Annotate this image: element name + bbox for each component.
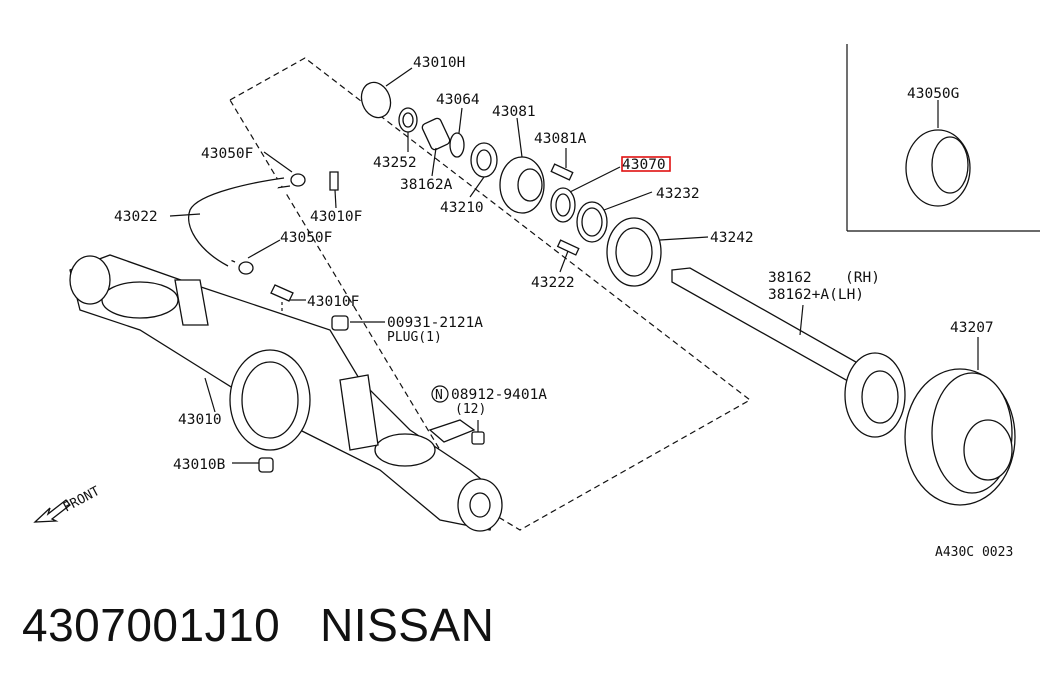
part-00931-plug bbox=[331, 315, 349, 331]
callout-43222: 43222 bbox=[531, 275, 575, 291]
axle-housing bbox=[69, 254, 503, 532]
callout-43064: 43064 bbox=[436, 92, 480, 108]
callout-43010F-lower: 43010F bbox=[307, 294, 359, 310]
exploded-view-boundary bbox=[229, 57, 752, 531]
callout-43010H: 43010H bbox=[413, 55, 465, 71]
part-43010B bbox=[258, 457, 274, 473]
callout-43207: 43207 bbox=[950, 320, 994, 336]
callout-38162A: 38162A bbox=[400, 177, 453, 193]
part-43081-inner bbox=[517, 168, 543, 202]
callout-43210: 43210 bbox=[440, 200, 484, 216]
front-label: FRONT bbox=[61, 484, 103, 516]
part-43010H bbox=[360, 81, 392, 119]
part-number-caption: 4307001J10 NISSAN bbox=[22, 599, 495, 651]
part-43232-inner bbox=[581, 207, 603, 237]
callout-43010F-upper: 43010F bbox=[310, 209, 362, 225]
nut-symbol-icon bbox=[431, 385, 449, 403]
part-43252-inner bbox=[402, 112, 414, 128]
callout-43232: 43232 bbox=[656, 186, 700, 202]
part-43081A bbox=[550, 163, 574, 181]
callout-08912-prefix: N bbox=[435, 388, 443, 403]
callout-43010B: 43010B bbox=[173, 457, 226, 473]
part-43050G bbox=[905, 100, 971, 207]
callout-08912-9401A: 08912-9401A bbox=[451, 387, 547, 403]
part-43242-inner bbox=[615, 227, 653, 277]
part-43064 bbox=[449, 132, 465, 158]
part-08912-nut bbox=[471, 431, 485, 445]
callout-43081A: 43081A bbox=[534, 131, 587, 147]
part-43222 bbox=[556, 239, 580, 256]
callout-43242: 43242 bbox=[710, 230, 754, 246]
callout-rh: (RH) bbox=[845, 270, 880, 286]
highlight-box-43070 bbox=[621, 156, 671, 172]
breather-assembly bbox=[169, 151, 339, 340]
callout-plug: PLUG(1) bbox=[387, 330, 442, 345]
part-38162A bbox=[421, 117, 451, 151]
leader-lines bbox=[385, 67, 709, 273]
callout-43050F-lower: 43050F bbox=[280, 230, 332, 246]
callout-00931-2121A: 00931-2121A bbox=[387, 315, 483, 331]
front-arrow-icon bbox=[33, 499, 71, 523]
part-43070-inner bbox=[555, 193, 571, 217]
callout-38162A-LH: 38162+A(LH) bbox=[768, 287, 864, 303]
callout-38162: 38162 bbox=[768, 270, 812, 286]
axle-shaft-38162 bbox=[671, 267, 906, 438]
callout-43252: 43252 bbox=[373, 155, 417, 171]
figure-code: A430C 0023 bbox=[935, 545, 1013, 560]
inset-frame bbox=[846, 44, 1040, 232]
callout-43050F-upper: 43050F bbox=[201, 146, 253, 162]
callout-43050G: 43050G bbox=[907, 86, 959, 102]
callout-43081: 43081 bbox=[492, 104, 536, 120]
callout-qty-12: (12) bbox=[455, 402, 486, 417]
callout-43022: 43022 bbox=[114, 209, 158, 225]
brake-rotor-43207 bbox=[904, 337, 1016, 506]
callout-43070: 43070 bbox=[622, 157, 666, 173]
part-43210-inner bbox=[476, 149, 492, 171]
callout-43010: 43010 bbox=[178, 412, 222, 428]
